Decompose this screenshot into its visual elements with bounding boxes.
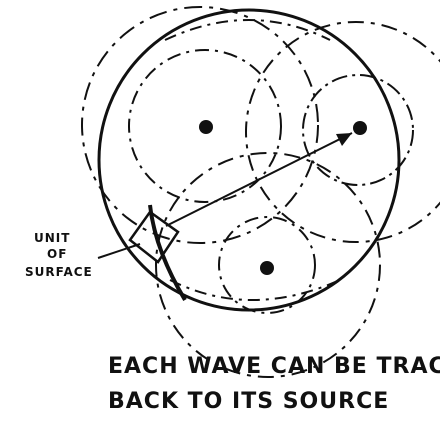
unit-label-line-2: OF <box>47 247 67 261</box>
unit-label-line-3: SURFACE <box>25 265 93 279</box>
wave-circle-right-outer <box>246 22 440 242</box>
source-point-left <box>199 120 213 134</box>
source-point-right <box>353 121 367 135</box>
wave-arc-lower <box>170 280 340 300</box>
caption-line-1: EACH WAVE CAN BE TRACED <box>108 354 440 379</box>
caption-line-2: BACK TO ITS SOURCE <box>108 389 389 414</box>
unit-label-line-1: UNIT <box>34 231 70 245</box>
source-point-bottom <box>260 261 274 275</box>
trace-arrow <box>166 133 352 226</box>
